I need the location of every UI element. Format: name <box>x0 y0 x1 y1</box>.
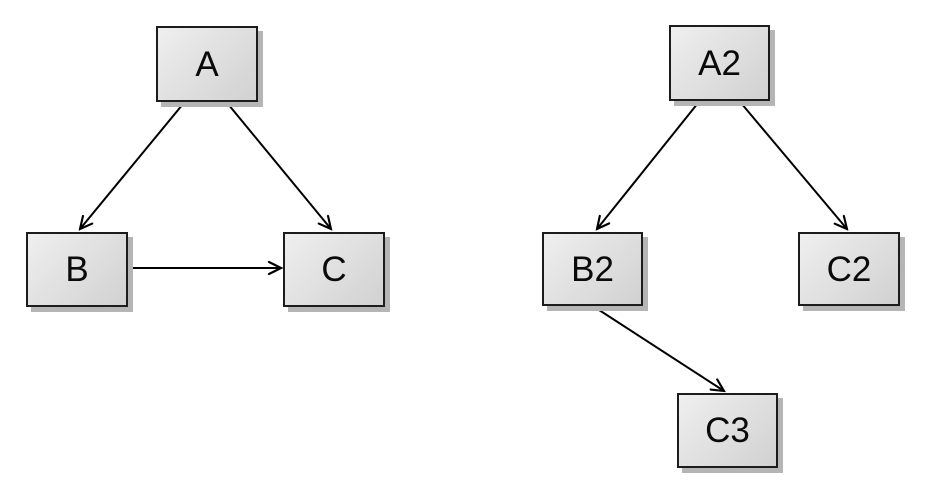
node-C[interactable]: C <box>283 232 385 307</box>
node-B2[interactable]: B2 <box>542 232 643 306</box>
node-B2-label: B2 <box>571 249 614 289</box>
node-B-label: B <box>65 250 89 289</box>
node-B[interactable]: B <box>26 232 128 307</box>
edge-A2-C2[interactable] <box>740 102 847 229</box>
edge-A-B[interactable] <box>80 103 184 229</box>
node-A[interactable]: A <box>156 26 258 102</box>
edge-A2-B2[interactable] <box>597 102 699 229</box>
node-A2-label: A2 <box>698 43 741 83</box>
node-C2-label: C2 <box>826 249 872 289</box>
node-C-label: C <box>321 250 347 289</box>
node-A-label: A <box>195 44 219 84</box>
node-C3[interactable]: C3 <box>677 393 778 468</box>
node-C2[interactable]: C2 <box>798 232 900 306</box>
edge-A-C[interactable] <box>227 103 331 229</box>
edge-B2-C3[interactable] <box>595 307 724 391</box>
node-A2[interactable]: A2 <box>669 25 770 101</box>
node-C3-label: C3 <box>705 411 750 450</box>
